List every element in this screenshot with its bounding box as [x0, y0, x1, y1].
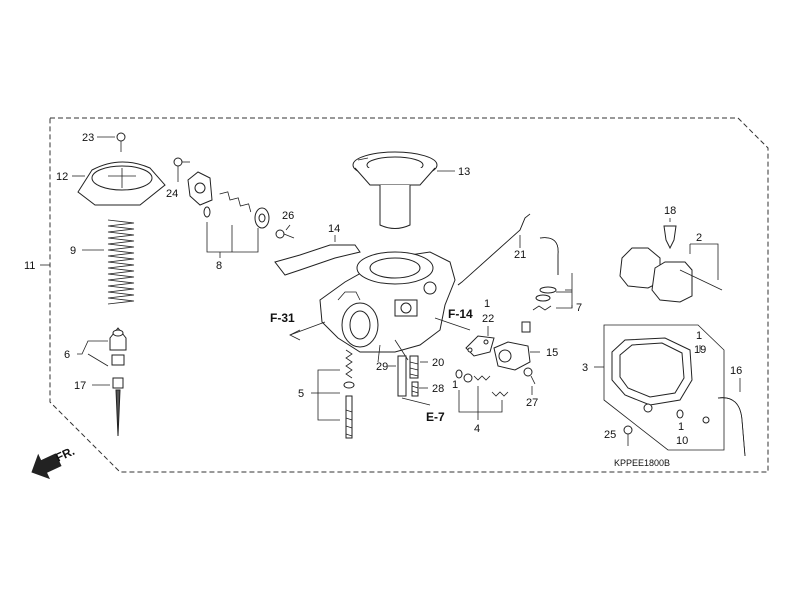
spring-8b: [219, 191, 252, 213]
screw-23: [97, 132, 126, 152]
callout-18: 18: [664, 205, 676, 217]
callout-29: 29: [376, 361, 388, 373]
callout-13: 13: [458, 166, 470, 178]
top-cover-12: [72, 161, 166, 206]
callout-23: 23: [82, 132, 94, 144]
spring-9: [82, 219, 135, 305]
callout-15: 15: [546, 347, 558, 359]
callout-26: 26: [282, 210, 294, 222]
callout-24: 24: [166, 188, 178, 200]
callout-4: 4: [474, 423, 480, 435]
reference-arrow-f14: [434, 317, 471, 331]
front-direction-arrow: [31, 453, 62, 480]
needle-holder-6: [77, 327, 127, 367]
callout-10: 10: [676, 435, 688, 447]
callout-1c: 1: [696, 330, 702, 342]
cover-15: [493, 341, 540, 371]
valve-8c: [254, 207, 270, 229]
reference-arrow-e7: [401, 397, 431, 406]
screw-26: [275, 224, 295, 239]
callout-22: 22: [482, 313, 494, 325]
callout-2: 2: [696, 232, 702, 244]
float-valve-18: [663, 218, 677, 250]
float-chamber-19: [594, 337, 710, 424]
jet-28: [411, 381, 428, 397]
screw-25: [623, 425, 633, 446]
callout-27: 27: [526, 397, 538, 409]
callout-6: 6: [64, 349, 70, 361]
jet-set-5: [311, 349, 355, 439]
float-chamber-frame: [603, 324, 725, 451]
callout-17: 17: [74, 380, 86, 392]
callout-9: 9: [70, 245, 76, 257]
reference-f31: F-31: [270, 311, 295, 325]
screw-24: [173, 157, 190, 182]
assembly-frame: [49, 117, 769, 473]
diagram-code: KPPEE1800B: [614, 458, 670, 468]
jet-20: [409, 355, 428, 379]
callout-19: 19: [694, 344, 706, 356]
callout-12: 12: [56, 171, 68, 183]
reference-f14: F-14: [448, 307, 473, 321]
callout-20: 20: [432, 357, 444, 369]
callout-1b: 1: [452, 379, 458, 391]
callout-28: 28: [432, 383, 444, 395]
reference-arrow-f31: [289, 321, 326, 341]
drain-hose-16: [717, 378, 746, 457]
callout-14: 14: [328, 223, 340, 235]
plate-8a: [187, 171, 213, 218]
bracket-14: [274, 235, 361, 276]
gasket-22: [465, 326, 495, 357]
callout-7: 7: [576, 302, 582, 314]
jet-needle-17: [92, 377, 124, 437]
jet-29: [388, 355, 407, 397]
hose-7: [521, 237, 573, 333]
callout-11: 11: [24, 260, 35, 272]
direction-label: FR.: [53, 444, 76, 465]
callout-1a: 1: [484, 298, 490, 310]
vacuum-piston-13: [352, 151, 455, 229]
callout-25: 25: [604, 429, 616, 441]
callout-21: 21: [514, 249, 526, 261]
float-2: [619, 243, 723, 303]
screw-27: [523, 367, 536, 395]
screw-set-4: [455, 369, 509, 420]
callout-1d: 1: [678, 421, 684, 433]
reference-e7: E-7: [426, 410, 445, 424]
callout-3: 3: [582, 362, 588, 374]
callout-8: 8: [216, 260, 222, 272]
callout-16: 16: [730, 365, 742, 377]
tube-21: [457, 213, 531, 286]
callout-5: 5: [298, 388, 304, 400]
carburetor-body: [319, 251, 456, 363]
